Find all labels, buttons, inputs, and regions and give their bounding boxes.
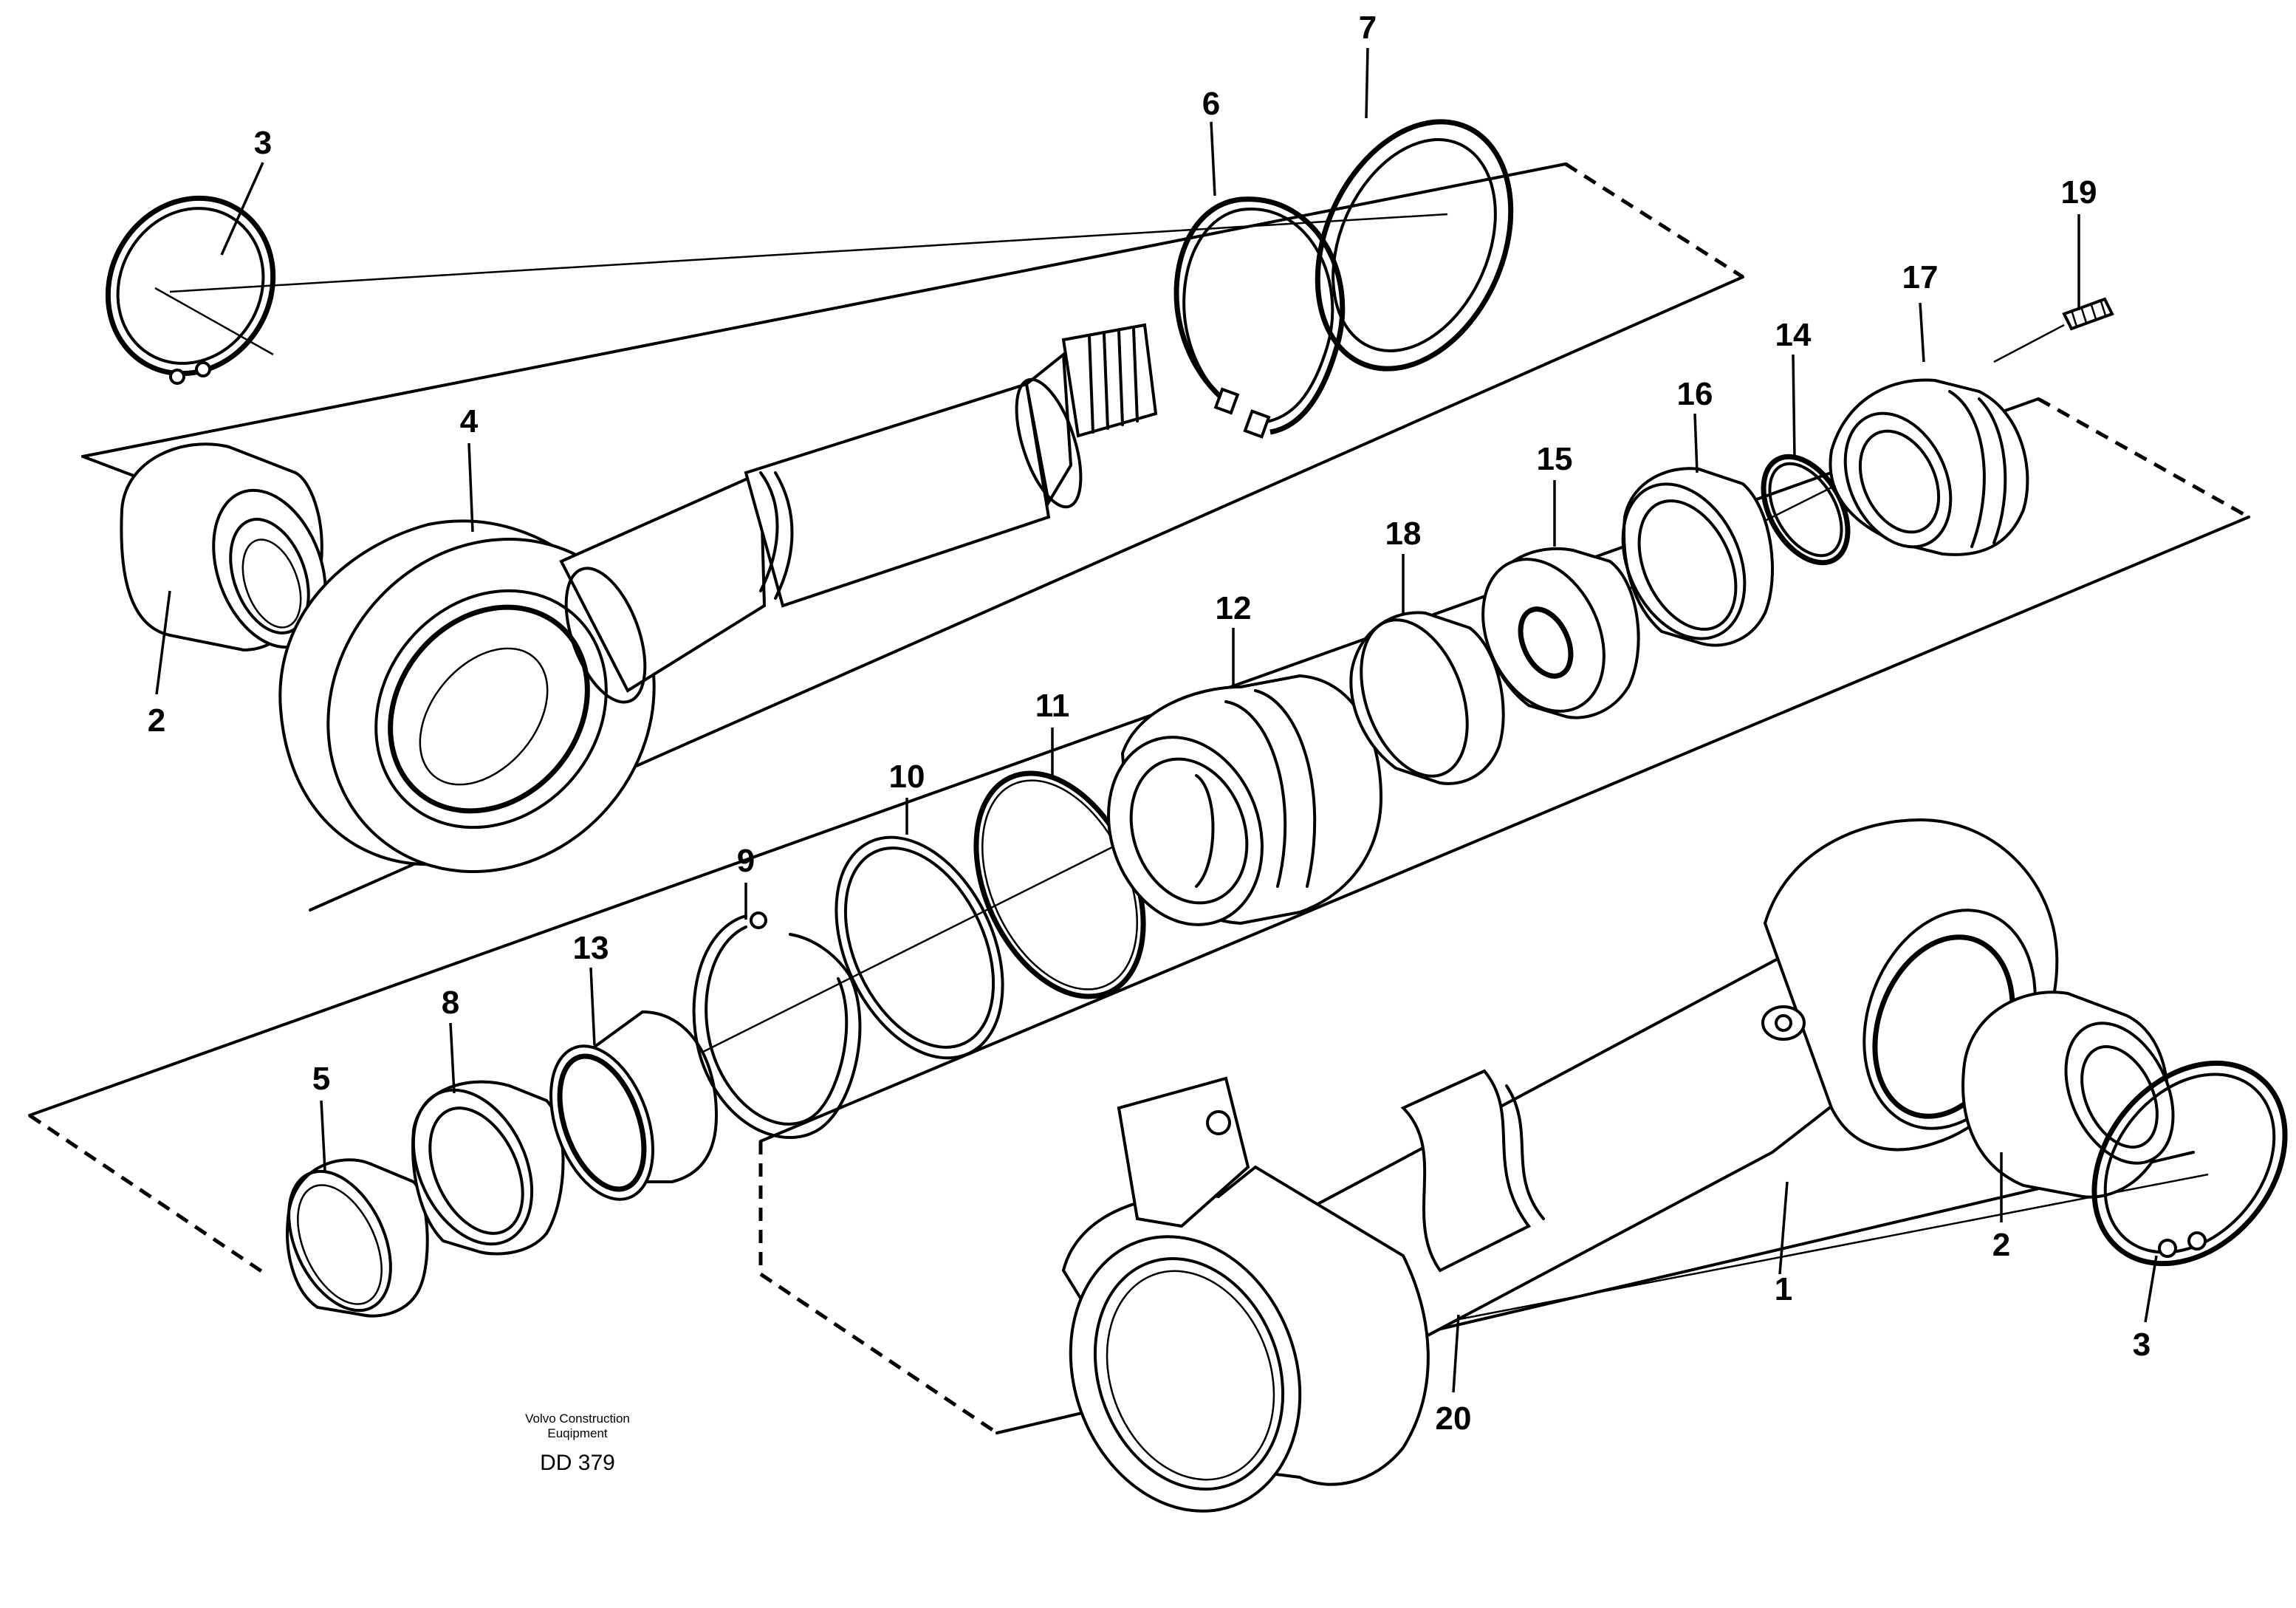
piston-rod-assembly (81, 119, 1744, 911)
bearing-part-2-top (120, 442, 327, 652)
caption-company-line2: Euqipment (547, 1426, 608, 1440)
leader-lines (155, 47, 2158, 1393)
cylinder-head-part-17 (1829, 378, 2029, 556)
callout-17: 17 (1902, 259, 1939, 295)
seal-group-outline-bottom (759, 516, 2250, 1143)
callout-14: 14 (1775, 317, 1812, 353)
callout-6: 6 (1202, 86, 1220, 122)
split-ring-part-9 (692, 911, 862, 1139)
callout-10: 10 (889, 759, 925, 795)
callout-2-bottom: 2 (1992, 1227, 2010, 1263)
circlip-part-3-bottom (2091, 1060, 2288, 1267)
tube-cutaway (1400, 1069, 1532, 1273)
bearing-part-2-bottom (1961, 991, 2175, 1199)
cylinder-barrel-part-20 (1061, 1076, 1430, 1513)
rod-group-dashed-edge (1564, 162, 1744, 279)
caption-company-line1: Volvo Construction (525, 1412, 630, 1426)
callout-5: 5 (312, 1061, 330, 1097)
callout-16: 16 (1677, 376, 1713, 412)
bushing-part-13 (549, 1010, 719, 1201)
tube-group-dashed (758, 1141, 998, 1435)
rod-group-outline-top (81, 162, 1567, 458)
seal-group-dashed-left (28, 1113, 267, 1276)
circlip-part-6 (1173, 196, 1346, 439)
callout-1: 1 (1775, 1271, 1792, 1307)
caption-diagram-code: DD 379 (540, 1451, 615, 1475)
callout-19: 19 (2061, 174, 2097, 211)
tube-eye (1761, 818, 2059, 1152)
rod-eye-part-4 (278, 519, 656, 874)
callout-20: 20 (1436, 1400, 1472, 1437)
ring-part-7 (1315, 119, 1514, 372)
cylinder-tube-assembly (758, 818, 2288, 1513)
ring-part-10 (835, 835, 1004, 1060)
piston-part-12 (1107, 674, 1383, 926)
seal-part-8 (411, 1080, 565, 1256)
callout-2-top: 2 (148, 702, 165, 739)
callout-numbers: 3 2 4 6 7 19 17 14 16 15 18 12 11 10 9 1… (148, 10, 2151, 1437)
callout-3-bottom: 3 (2133, 1327, 2151, 1363)
piston-rod-shaft (559, 323, 1158, 704)
callout-13: 13 (573, 930, 609, 966)
circlip-part-3-top (105, 195, 276, 385)
callout-8: 8 (442, 985, 459, 1021)
wiper-part-5 (286, 1158, 429, 1318)
diagram-caption: Volvo Construction Euqipment DD 379 (525, 1412, 630, 1475)
callout-4: 4 (460, 403, 479, 439)
ring-part-18 (1349, 611, 1505, 785)
seal-kit-group (28, 297, 2250, 1318)
callout-12: 12 (1216, 590, 1252, 626)
callout-3-top: 3 (254, 125, 272, 161)
set-screw-part-19 (1993, 297, 2114, 363)
callout-9: 9 (737, 843, 755, 879)
callout-7: 7 (1359, 10, 1377, 46)
seal-group-dashed-right (2037, 397, 2250, 519)
seal-part-16 (1621, 467, 1774, 647)
rod-axis (169, 213, 1448, 293)
seal-part-15 (1481, 547, 1640, 719)
callout-11: 11 (1035, 688, 1070, 724)
callout-15: 15 (1537, 441, 1573, 477)
callout-18: 18 (1385, 516, 1422, 552)
